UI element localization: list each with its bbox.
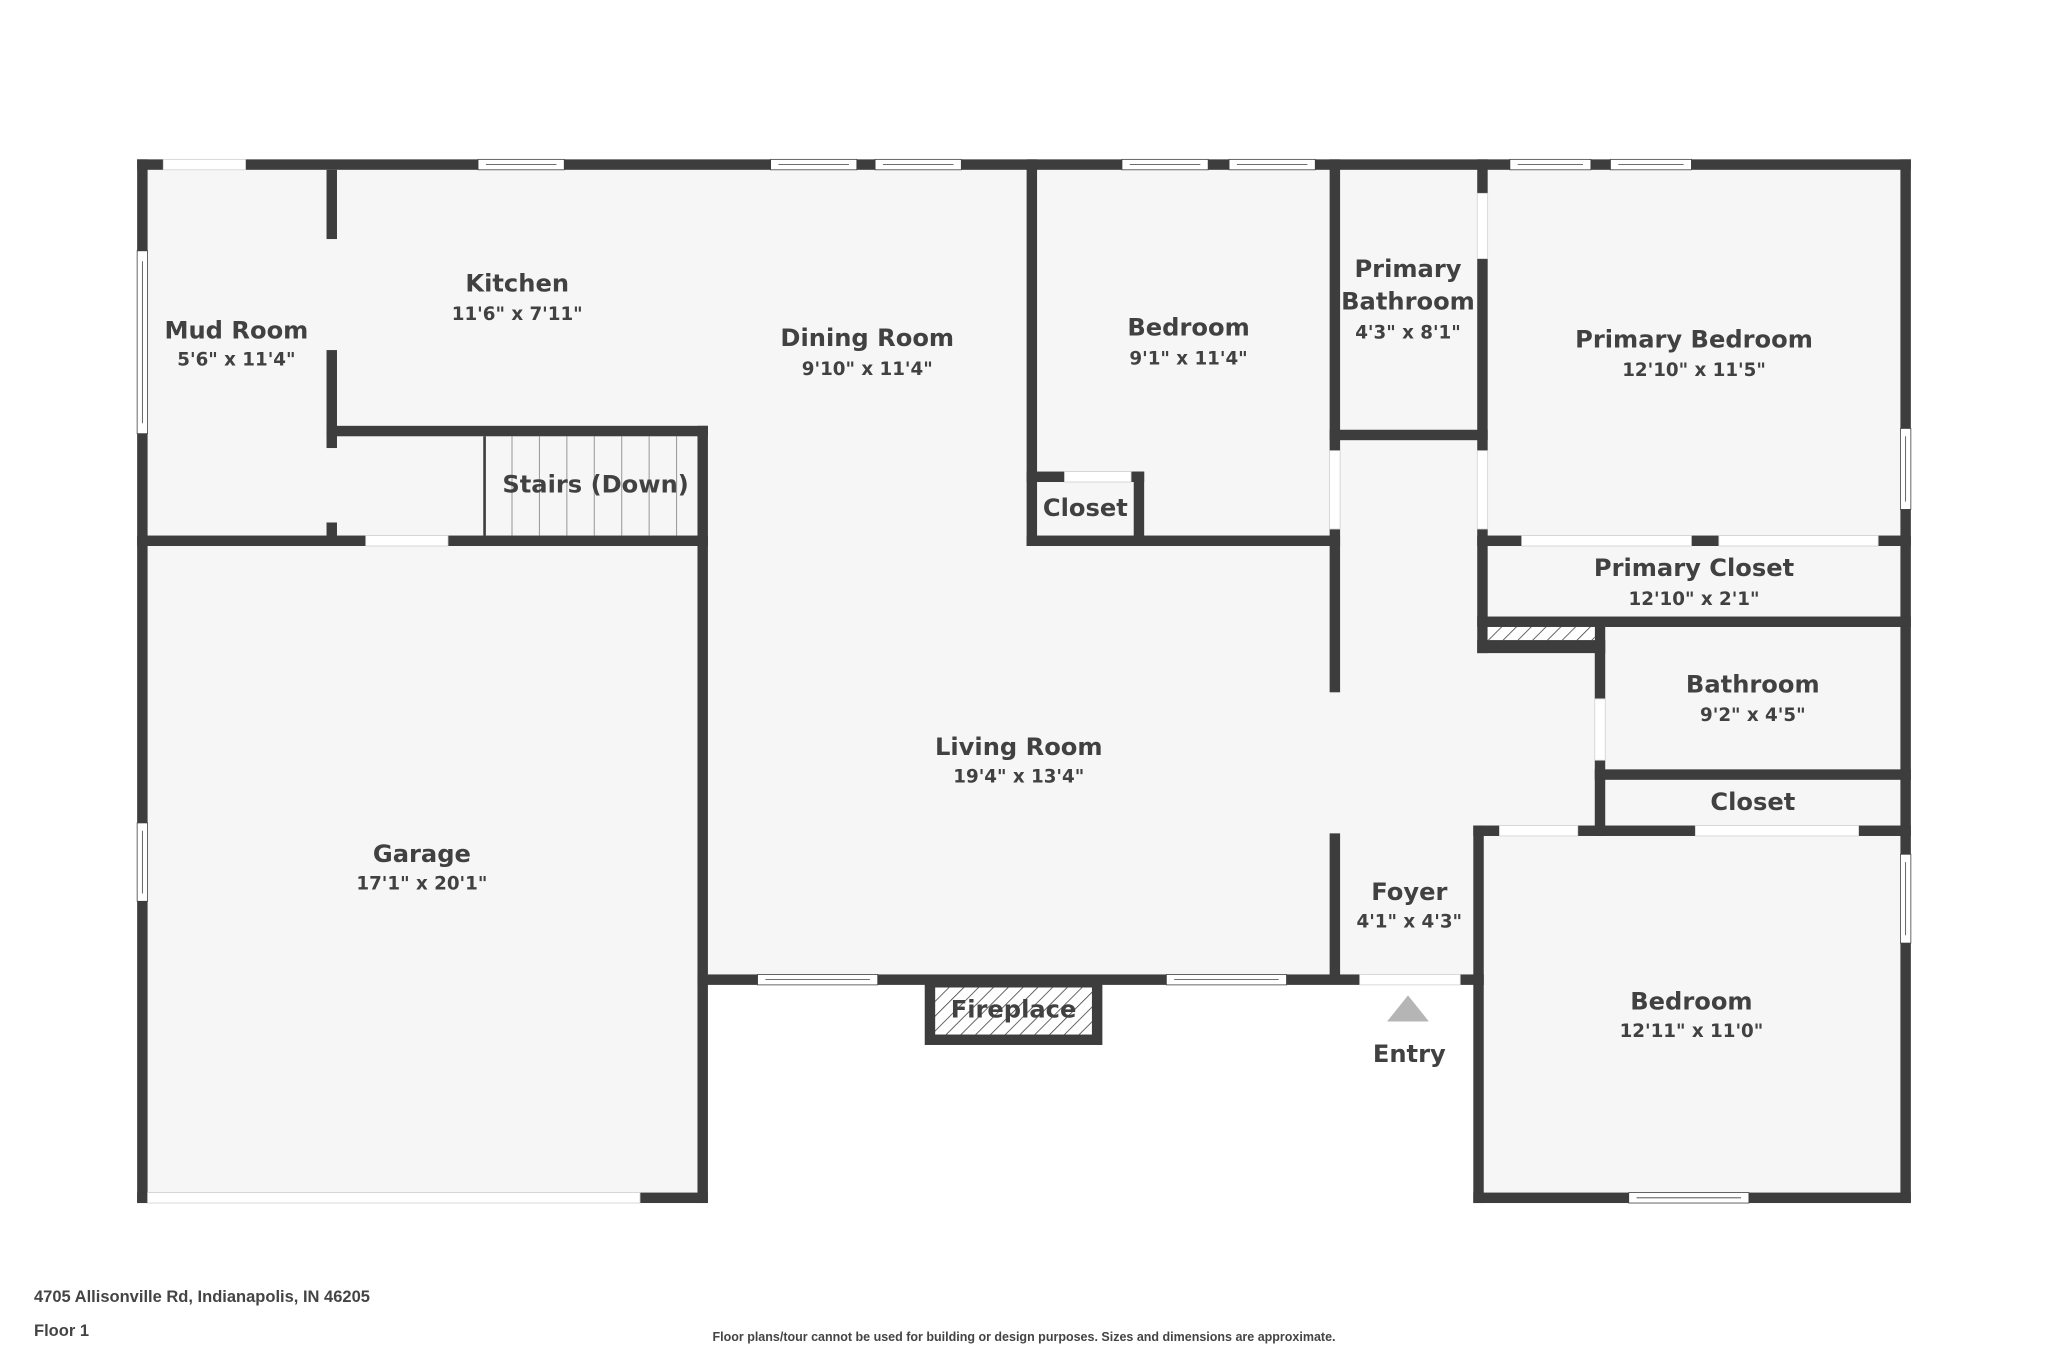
- room-name: Dining Room: [780, 324, 954, 352]
- room-name: Primary Closet: [1594, 554, 1794, 582]
- room-name: Foyer: [1371, 878, 1447, 906]
- room-name: Stairs (Down): [502, 470, 688, 498]
- room-bedroom-1: Bedroom 9'1" x 11'4": [1127, 314, 1249, 370]
- windows: [136, 158, 1912, 1204]
- room-bedroom-2: Bedroom 12'11" x 11'0": [1620, 988, 1764, 1042]
- room-name: Closet: [1043, 494, 1128, 522]
- room-primary-bathroom: Primary Bathroom 4'3" x 8'1": [1341, 255, 1475, 343]
- room-bathroom: Bathroom 9'2" x 4'5": [1686, 670, 1820, 726]
- room-closet-1: Closet: [1043, 494, 1128, 522]
- room-name: Garage: [373, 840, 471, 868]
- room-dimensions: 17'1" x 20'1": [356, 874, 487, 895]
- entry-arrow-icon: [1387, 995, 1429, 1022]
- room-dimensions: 9'2" x 4'5": [1700, 705, 1806, 726]
- stairs-treads: [483, 436, 678, 536]
- room-mud-room: Mud Room 5'6" x 11'4": [164, 316, 308, 370]
- room-garage: Garage 17'1" x 20'1": [356, 840, 487, 894]
- room-name: Bedroom: [1630, 988, 1752, 1016]
- room-primary-closet: Primary Closet 12'10" x 2'1": [1594, 554, 1794, 610]
- entry-label: Entry: [1373, 1040, 1446, 1068]
- room-dimensions: 4'3" x 8'1": [1355, 322, 1461, 343]
- room-name: Living Room: [935, 733, 1103, 761]
- fireplace-hearth: [935, 987, 1092, 1035]
- room-dining-room: Dining Room 9'10" x 11'4": [780, 324, 954, 380]
- room-dimensions: 5'6" x 11'4": [177, 350, 295, 371]
- room-dimensions: 4'1" x 4'3": [1357, 911, 1463, 932]
- room-dimensions: 12'11" x 11'0": [1620, 1021, 1764, 1042]
- room-dimensions: 9'10" x 11'4": [802, 359, 933, 380]
- floor-fills: [147, 169, 1901, 1193]
- room-closet-2: Closet: [1710, 788, 1795, 816]
- room-stairs: Stairs (Down): [502, 470, 688, 498]
- room-name: Bathroom: [1686, 670, 1820, 698]
- room-name-line2: Bathroom: [1341, 288, 1475, 316]
- fireplace-label: Fireplace: [951, 996, 1077, 1024]
- room-dimensions: 19'4" x 13'4": [953, 766, 1084, 787]
- room-kitchen: Kitchen 11'6" x 7'11": [452, 269, 583, 325]
- room-dimensions: 9'1" x 11'4": [1129, 348, 1247, 369]
- disclaimer: Floor plans/tour cannot be used for buil…: [712, 1330, 1336, 1344]
- floor-label: Floor 1: [34, 1322, 90, 1340]
- room-name: Bedroom: [1127, 314, 1249, 342]
- hatch-chase: [1487, 626, 1595, 641]
- room-foyer: Foyer 4'1" x 4'3": [1357, 878, 1463, 932]
- room-name: Closet: [1710, 788, 1795, 816]
- door-openings: [147, 158, 1879, 1204]
- room-primary-bedroom: Primary Bedroom 12'10" x 11'5": [1575, 325, 1813, 381]
- fireplace: Fireplace: [951, 996, 1077, 1024]
- room-dimensions: 11'6" x 7'11": [452, 304, 583, 325]
- room-living-room: Living Room 19'4" x 13'4": [935, 733, 1103, 787]
- room-name: Mud Room: [164, 316, 308, 344]
- room-name: Kitchen: [465, 269, 569, 297]
- room-dimensions: 12'10" x 11'5": [1622, 360, 1766, 381]
- property-address: 4705 Allisonville Rd, Indianapolis, IN 4…: [34, 1288, 370, 1306]
- room-dimensions: 12'10" x 2'1": [1629, 589, 1760, 610]
- room-name: Primary Bedroom: [1575, 325, 1813, 353]
- room-name-line1: Primary: [1354, 255, 1461, 283]
